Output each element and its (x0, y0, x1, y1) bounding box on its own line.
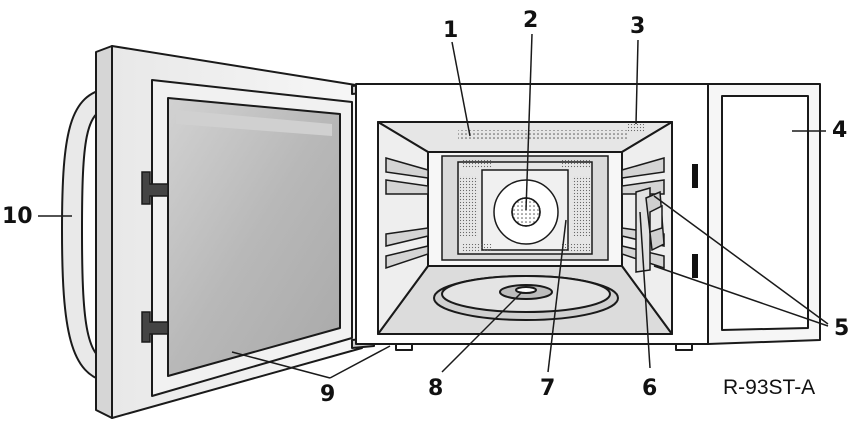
callout-2: 2 (523, 8, 539, 33)
door-window-glass (167, 97, 341, 377)
model-code: R-93ST-A (723, 376, 816, 399)
callout-7: 7 (540, 376, 556, 401)
leader-1 (451, 41, 471, 137)
ceiling-vent-grille (458, 130, 628, 140)
leader-8 (441, 291, 523, 373)
leader-5a (653, 195, 829, 325)
callout-6: 6 (642, 376, 658, 401)
callout-3: 3 (630, 14, 646, 39)
leader-2 (525, 33, 533, 211)
door-hooks (635, 187, 665, 273)
callout-4: 4 (832, 118, 848, 143)
callout-5: 5 (834, 316, 850, 341)
leader-7 (547, 219, 567, 373)
top-vent-grille (628, 124, 644, 132)
fan-grille (493, 179, 559, 245)
door-latch-lower (141, 311, 169, 343)
leader-lines (38, 33, 829, 379)
door-latch-upper (141, 171, 169, 205)
callout-1: 1 (443, 18, 459, 43)
left-rack-supports (385, 157, 429, 270)
leader-3 (635, 39, 639, 125)
leader-9a (231, 351, 331, 379)
leader-9b (329, 345, 391, 379)
callout-8: 8 (428, 376, 444, 401)
leader-5b (653, 265, 829, 327)
latch-holes (692, 164, 698, 278)
door (61, 45, 375, 419)
callout-10: 10 (2, 204, 33, 229)
door-latches (141, 171, 169, 343)
callout-9: 9 (320, 382, 336, 407)
turntable (433, 275, 619, 321)
leader-6 (639, 211, 651, 369)
